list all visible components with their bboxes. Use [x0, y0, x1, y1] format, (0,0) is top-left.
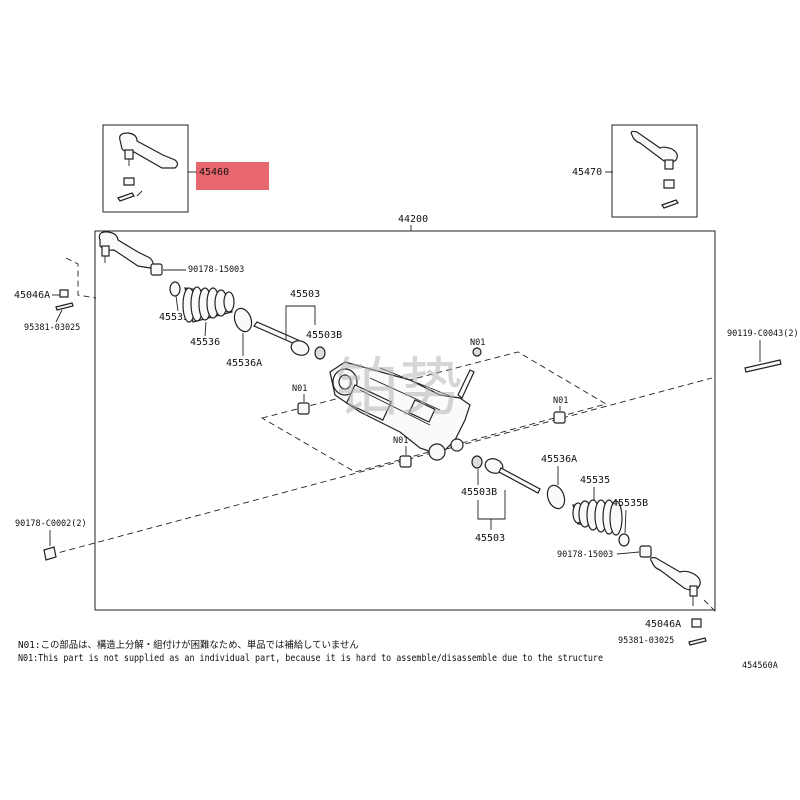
- watermark: 铂势: [335, 352, 463, 426]
- bolt-rh: [744, 359, 782, 373]
- label-45503b-lh: 45503B: [306, 330, 342, 341]
- inset-cotter-pin-lh: [117, 192, 135, 202]
- lock-nut-rh: [691, 618, 702, 628]
- clip-lh: [169, 281, 181, 297]
- label-n01-c: N01: [553, 396, 568, 406]
- tie-rod-lh-ball: [290, 340, 310, 356]
- washer-rh: [471, 455, 483, 469]
- left-end-dashed: [65, 257, 97, 299]
- nut-lh: [150, 263, 163, 276]
- label-90119: 90119-C0043(2): [727, 329, 799, 339]
- note-en: N01:This part is not supplied as an indi…: [18, 653, 603, 664]
- boot-lh: [182, 286, 235, 323]
- washer-lh: [314, 346, 326, 360]
- label-45535b-rh: 45535B: [612, 498, 648, 509]
- n01-part-c: [553, 411, 566, 424]
- leader-95381-lh: [55, 309, 63, 323]
- boot-rh: [572, 499, 623, 536]
- label-44200: 44200: [398, 214, 428, 225]
- label-n01-b: N01: [292, 384, 307, 394]
- inset-cotter-pin-rh: [661, 199, 679, 209]
- leader-45503-lh-bracket: [285, 305, 316, 340]
- rack-centerline: [49, 377, 713, 556]
- lock-nut-lh: [59, 289, 69, 298]
- leader-90178-15003-rh: [616, 551, 640, 555]
- inset-tie-rod-end-lh: [102, 124, 189, 213]
- pinion-shaft: [457, 369, 475, 399]
- inset-tie-rod-end-rh: [611, 124, 698, 218]
- label-45470: 45470: [572, 167, 602, 178]
- diagram-code: 454560A: [742, 661, 778, 671]
- inset-leader-a: [136, 190, 143, 197]
- inset-frame-lh: [102, 124, 189, 213]
- label-45536: 45536: [190, 337, 220, 348]
- leader-45503-rh-bracket: [477, 490, 506, 530]
- cotter-pin-rh: [688, 637, 707, 646]
- label-45535: 45535: [580, 475, 610, 486]
- label-45536a-lh: 45536A: [226, 358, 262, 369]
- rack-housing: [329, 361, 471, 461]
- label-95381-lh: 95381-03025: [24, 323, 80, 333]
- clip-rh: [618, 533, 630, 547]
- label-90178-15003-rh: 90178-15003: [557, 550, 613, 560]
- tie-rod-rh: [498, 467, 541, 494]
- cotter-pin-lh: [55, 302, 74, 311]
- n01-part-a: [472, 347, 482, 357]
- tie-rod-end-lh-stud: [101, 245, 110, 257]
- label-45046a-lh: 45046A: [14, 290, 50, 301]
- label-90178-c0002: 90178-C0002(2): [15, 519, 87, 529]
- tie-rod-end-stud-rh: [664, 159, 674, 170]
- label-n01-d: N01: [393, 436, 408, 446]
- main-assembly-frame: [94, 230, 716, 611]
- label-45503b-rh: 45503B: [461, 487, 497, 498]
- label-95381-rh: 95381-03025: [618, 636, 674, 646]
- label-45460: 45460: [199, 167, 229, 178]
- nut-rh: [639, 545, 652, 558]
- inset-frame-rh: [611, 124, 698, 218]
- tie-rod-end-body-rh: [630, 130, 678, 163]
- label-45535b-lh: 45535B: [159, 312, 195, 323]
- label-n01-a: N01: [470, 338, 485, 348]
- label-45046a-rh: 45046A: [645, 619, 681, 630]
- nut-bottom: [43, 546, 57, 561]
- leader-45536: [204, 321, 207, 337]
- note-jp: N01:この部品は、構造上分解・組付けが困難なため、単品では補給していません: [18, 639, 359, 651]
- label-45536a-rh: 45536A: [541, 454, 577, 465]
- tie-rod-end-rh-stud: [689, 585, 698, 597]
- clamp-rh: [546, 484, 566, 510]
- n01-part-d: [399, 455, 412, 468]
- tie-rod-lh: [253, 321, 299, 345]
- highlight-box-45460: [196, 162, 269, 190]
- n01-part-b: [297, 402, 310, 415]
- clamp-lh: [233, 307, 253, 333]
- label-45503-rh: 45503: [475, 533, 505, 544]
- inset-nut-rh: [663, 179, 675, 189]
- leader-45535b-lh: [175, 295, 179, 312]
- inset-nut-lh: [123, 177, 135, 186]
- tie-rod-end-rh: [650, 556, 701, 591]
- tie-rod-end-stud-lh: [124, 149, 134, 160]
- rack-dashed-outline: [260, 351, 608, 473]
- label-90178-15003-lh: 90178-15003: [188, 265, 244, 275]
- label-45503-lh: 45503: [290, 289, 320, 300]
- right-end-dashed: [703, 599, 717, 613]
- leader-45535b-rh: [624, 509, 627, 534]
